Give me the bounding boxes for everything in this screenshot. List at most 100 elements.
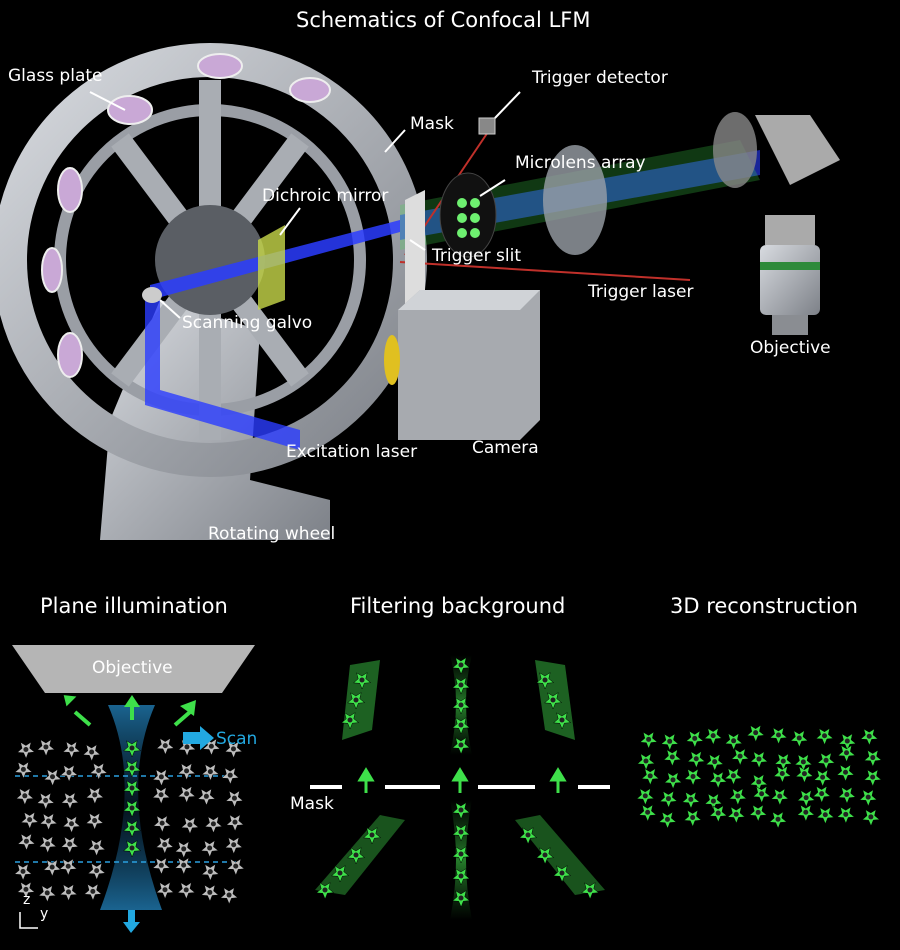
objective-trapezoid <box>12 645 255 693</box>
reconstructed-cell-nucleus <box>803 795 809 801</box>
label-objective: Objective <box>750 338 831 358</box>
label-excitation-laser: Excitation laser <box>286 442 418 462</box>
excitation-beam-lower <box>145 300 300 450</box>
axis-z-label: z <box>23 892 31 908</box>
filtered-cell-nucleus <box>542 852 548 858</box>
filtered-cell-nucleus <box>458 829 464 835</box>
label-mask: Mask <box>410 114 454 134</box>
gray-cell-nucleus <box>20 868 26 874</box>
filtered-cell-nucleus <box>458 851 464 857</box>
gray-cell-nucleus <box>207 869 213 875</box>
filtered-cell-nucleus <box>542 677 548 683</box>
gray-cell-nucleus <box>226 892 232 898</box>
reconstructed-cell-nucleus <box>735 793 741 799</box>
label-trigger-slit: Trigger slit <box>432 246 522 266</box>
filtered-cell-nucleus <box>525 832 531 838</box>
reconstructed-cell-nucleus <box>759 791 765 797</box>
gray-cell-nucleus <box>184 744 190 750</box>
filtered-cell-nucleus <box>559 717 565 723</box>
reconstructed-cell-nucleus <box>645 809 651 815</box>
gray-cell-nucleus <box>90 888 96 894</box>
reconstructed-cell-nucleus <box>796 735 802 741</box>
camera <box>384 290 540 440</box>
filtered-cell-nucleus <box>347 717 353 723</box>
gray-cell-nucleus <box>208 743 214 749</box>
gray-cell-nucleus <box>232 819 238 825</box>
fold-mirror <box>755 115 840 185</box>
label-trigger-laser: Trigger laser <box>588 282 694 302</box>
gray-cell-nucleus <box>210 821 216 827</box>
reconstructed-cell-nucleus <box>690 815 696 821</box>
reconstructed-cell-nucleus <box>669 754 675 760</box>
gray-cell-nucleus <box>66 770 72 776</box>
mask-plate <box>405 190 425 310</box>
gray-cell-nucleus <box>231 795 237 801</box>
reconstructed-cell-nucleus <box>843 769 849 775</box>
reconstructed-cell-nucleus <box>870 774 876 780</box>
gray-cell-nucleus <box>65 863 71 869</box>
gray-cell-nucleus <box>43 797 49 803</box>
gray-cell-nucleus <box>184 791 190 797</box>
reconstructed-cell-nucleus <box>868 814 874 820</box>
label-glass-plate: Glass plate <box>8 66 103 86</box>
filtered-cell-nucleus <box>458 742 464 748</box>
gray-cell-nucleus <box>158 774 164 780</box>
reconstructed-cell-nucleus <box>646 736 652 742</box>
filtered-cell-nucleus <box>458 662 464 668</box>
reconstructed-cell-nucleus <box>730 773 736 779</box>
reconstructed-cell-nucleus <box>780 758 786 764</box>
filtered-cell-nucleus <box>322 887 328 893</box>
filtered-cell-nucleus <box>353 852 359 858</box>
gray-cell-nucleus <box>162 887 168 893</box>
reconstructed-cell-nucleus <box>870 755 876 761</box>
gray-cell-nucleus <box>50 774 56 780</box>
label-camera: Camera <box>472 438 539 458</box>
reconstructed-cell-nucleus <box>822 812 828 818</box>
reconstructed-cell-nucleus <box>710 798 716 804</box>
filtered-cell-nucleus <box>337 870 343 876</box>
reconstructed-cell-nucleus <box>710 733 716 739</box>
reconstructed-cell-nucleus <box>715 776 721 782</box>
filtered-cell-nucleus <box>458 682 464 688</box>
reconstructed-cell-nucleus <box>865 794 871 800</box>
gray-cell-nucleus <box>233 863 239 869</box>
filtered-cell-nucleus <box>458 702 464 708</box>
reconstructed-cell-nucleus <box>823 757 829 763</box>
down-arrow <box>123 910 140 933</box>
reconstructed-cell-nucleus <box>712 759 718 765</box>
reconstructed-cell-nucleus <box>844 792 850 798</box>
gray-cell-nucleus <box>207 889 213 895</box>
gray-cell-nucleus <box>94 868 100 874</box>
gray-cell-nucleus <box>69 821 75 827</box>
filtered-cell-nucleus <box>353 697 359 703</box>
gray-cell-nucleus <box>66 889 72 895</box>
gray-cell-nucleus <box>203 793 209 799</box>
reconstructed-cell-nucleus <box>800 759 806 765</box>
reconstructed-cell-nucleus <box>819 791 825 797</box>
reconstructed-cell-nucleus <box>688 796 694 802</box>
filtered-cell-nucleus <box>550 697 556 703</box>
reconstructed-cell-nucleus <box>775 816 781 822</box>
emission-arrow-right <box>173 710 192 727</box>
gray-cell-nucleus <box>162 842 168 848</box>
reconstructed-cell-nucleus <box>777 793 783 799</box>
green-cell-nucleus <box>129 765 135 771</box>
gray-cell-nucleus <box>96 768 102 774</box>
reconstructed-cell-nucleus <box>803 809 809 815</box>
reconstructed-cell-nucleus <box>731 738 737 744</box>
gray-cell-nucleus <box>92 792 98 798</box>
gray-cell-nucleus <box>43 744 49 750</box>
gray-cell-nucleus <box>230 746 236 752</box>
reconstructed-cell-nucleus <box>844 750 850 756</box>
emission-arrow-left <box>63 695 77 707</box>
reconstructed-cell-nucleus <box>844 738 850 744</box>
reconstructed-cell-nucleus <box>779 771 785 777</box>
glass-plates <box>41 53 331 378</box>
gray-cell-nucleus <box>67 797 73 803</box>
gray-cell-nucleus <box>23 838 29 844</box>
label-microlens-array: Microlens array <box>515 153 646 173</box>
reconstructed-cell-nucleus <box>647 773 653 779</box>
label-trigger-detector: Trigger detector <box>532 68 668 88</box>
gray-cell-nucleus <box>231 842 237 848</box>
filtered-cell-nucleus <box>458 722 464 728</box>
